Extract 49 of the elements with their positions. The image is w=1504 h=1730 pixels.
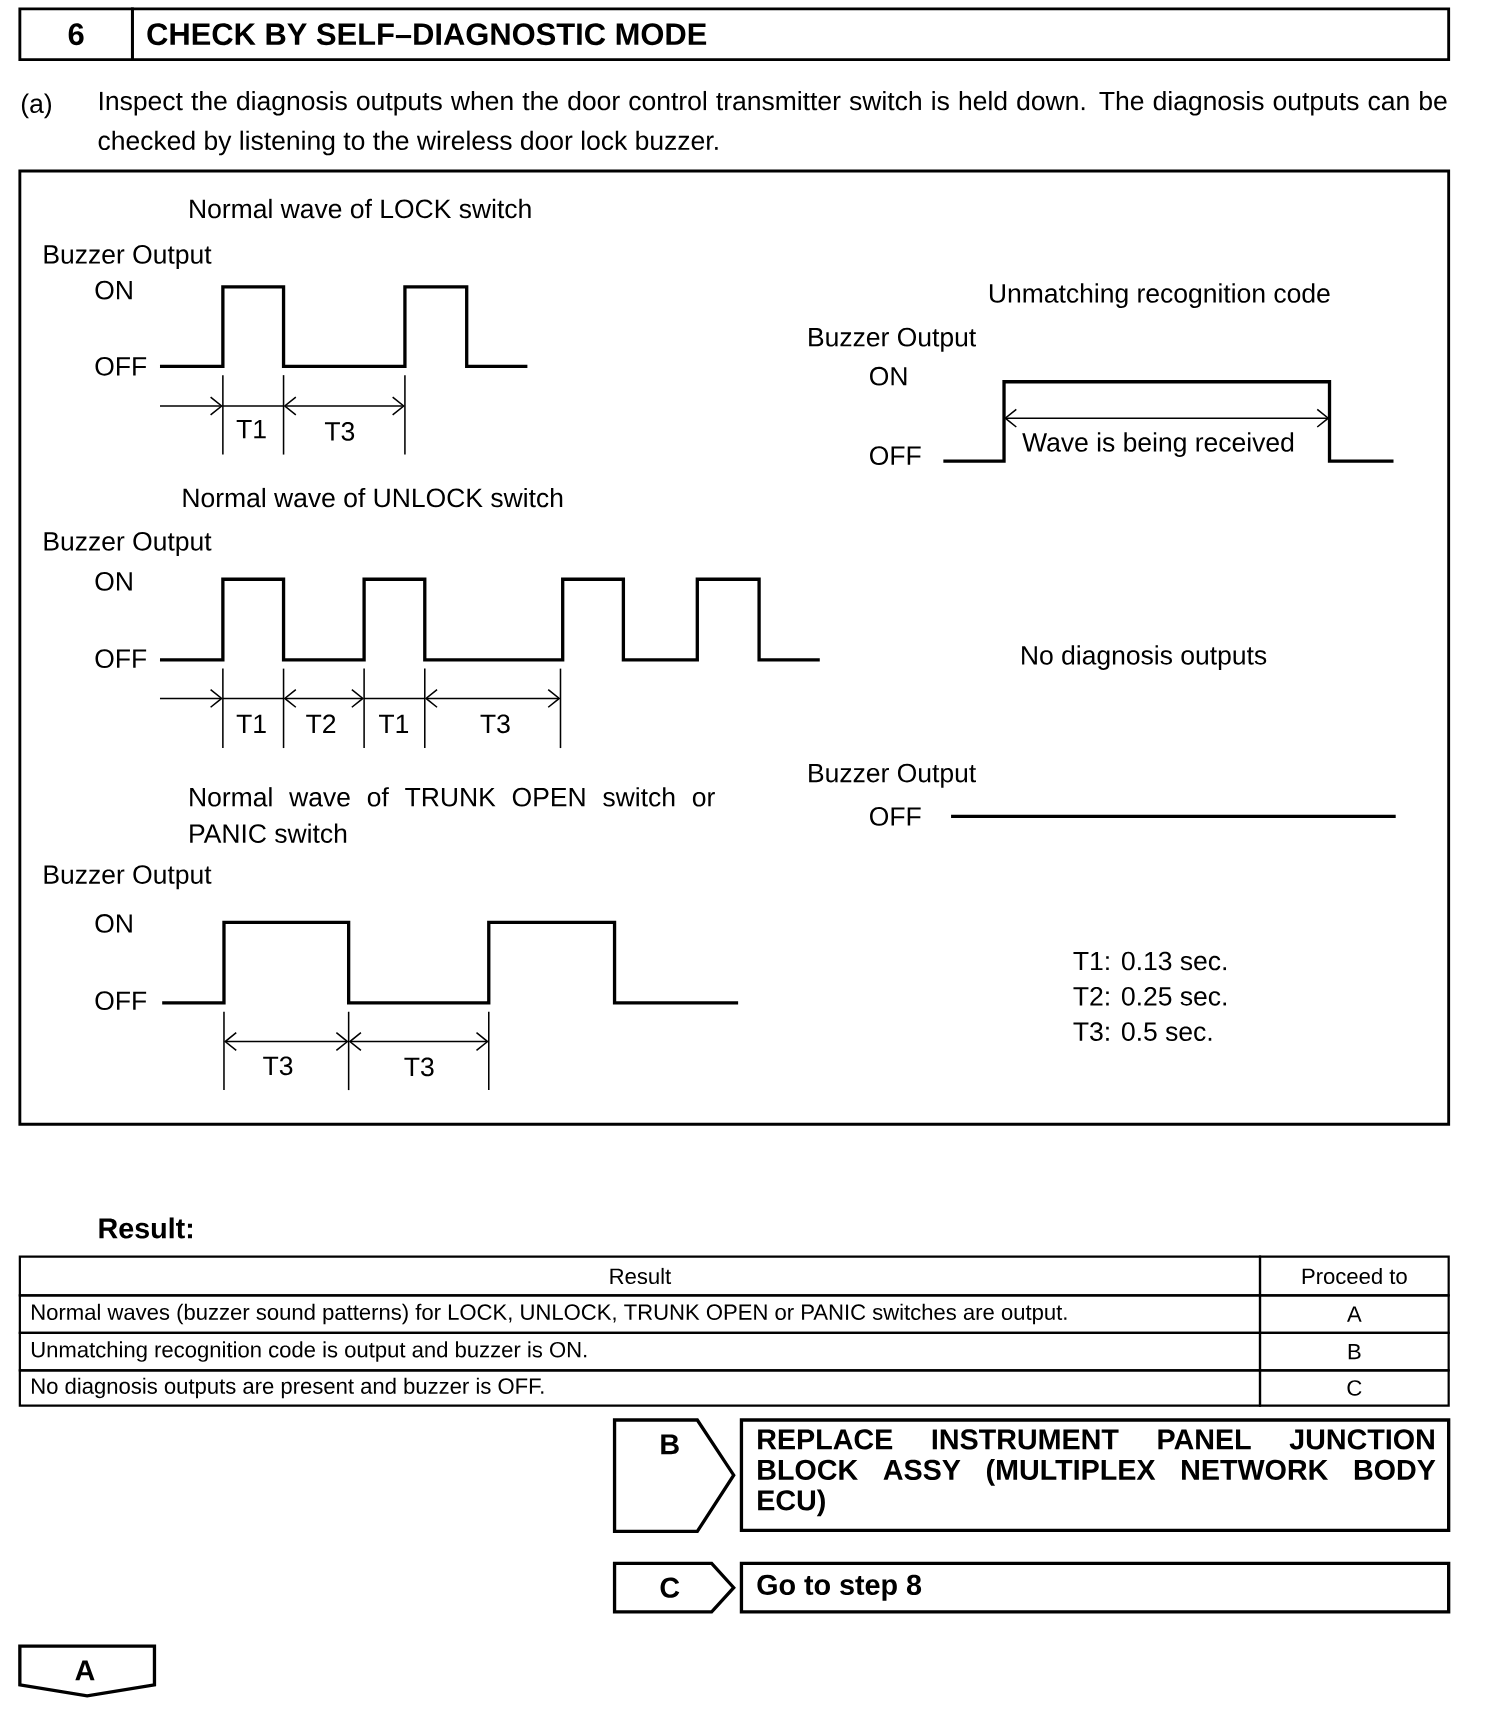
wave-note: Wave is being received xyxy=(1022,432,1294,457)
table-cell: Unmatching recognition code is output and buzzer is ON. xyxy=(18,1331,1262,1372)
axis-label: Buzzer Output xyxy=(809,763,977,788)
result-tab: A xyxy=(18,1644,157,1698)
table-cell: Proceed to xyxy=(1259,1255,1450,1297)
table-cell: C xyxy=(1259,1369,1450,1407)
time-note: T2: 0.25 sec. xyxy=(1073,986,1227,1006)
axis-label: Buzzer Output xyxy=(44,865,212,890)
axis-label: ON xyxy=(95,914,132,933)
axis-label: Buzzer Output xyxy=(809,327,977,352)
axis-label: ON xyxy=(870,366,907,386)
time-label: T3 xyxy=(325,422,355,441)
action-box: REPLACE INSTRUMENT PANEL JUNCTION BLOCK ASSY (MULTIPLEX NETWORK BODY ECU) xyxy=(739,1418,1451,1532)
axis-label: OFF xyxy=(870,807,921,826)
time-label: T3 xyxy=(263,1056,293,1076)
time-label: T2 xyxy=(306,714,336,734)
time-note: T3: 0.5 sec. xyxy=(1073,1022,1212,1041)
time-label: T1 xyxy=(236,714,266,733)
axis-label: ON xyxy=(95,572,132,591)
time-label: T1 xyxy=(379,714,409,733)
wave-title: Normal wave of UNLOCK switch xyxy=(183,487,563,508)
time-label: T1 xyxy=(236,420,266,439)
wave-title: No diagnosis outputs xyxy=(1022,645,1267,670)
time-note: T1: 0.13 sec. xyxy=(1073,951,1227,971)
wave-title: Unmatching recognition code xyxy=(990,283,1330,309)
axis-label: Buzzer Output xyxy=(44,531,212,556)
table-heading: Result: xyxy=(99,1217,193,1239)
wave-title: Normal wave of TRUNK OPEN switch or PANIC switch xyxy=(190,787,715,843)
wave-title: Normal wave of LOCK switch xyxy=(190,198,531,219)
result-tab: B xyxy=(613,1418,736,1534)
table-cell: Normal waves (buzzer sound patterns) for LOCK, UNLOCK, TRUNK OPEN or PANIC switches are output. xyxy=(18,1294,1262,1334)
step-number-cell: 6 xyxy=(18,7,134,61)
result-tab: C xyxy=(613,1561,737,1614)
axis-label: OFF xyxy=(95,356,147,376)
axis-label: OFF xyxy=(95,991,147,1011)
action-box: Go to step 8 xyxy=(739,1561,1451,1614)
time-label: T3 xyxy=(480,714,510,734)
item-letter: (a) xyxy=(22,93,52,119)
table-cell: B xyxy=(1259,1331,1450,1372)
table-cell: A xyxy=(1259,1294,1450,1334)
title-cell: CHECK BY SELF–DIAGNOSTIC MODE xyxy=(131,7,1451,61)
instruction-text: Inspect the diagnosis outputs when the door control transmitter switch is held down. The diagnosis outputs can be checked by listening to the wireless door lock buzzer. xyxy=(98,90,1447,156)
table-cell: Result xyxy=(18,1255,1262,1297)
axis-label: Buzzer Output xyxy=(44,245,212,270)
axis-label: OFF xyxy=(95,649,147,669)
time-label: T3 xyxy=(404,1057,434,1077)
axis-label: ON xyxy=(95,280,132,300)
axis-label: OFF xyxy=(870,446,921,466)
table-cell: No diagnosis outputs are present and buzzer is OFF. xyxy=(18,1369,1262,1407)
